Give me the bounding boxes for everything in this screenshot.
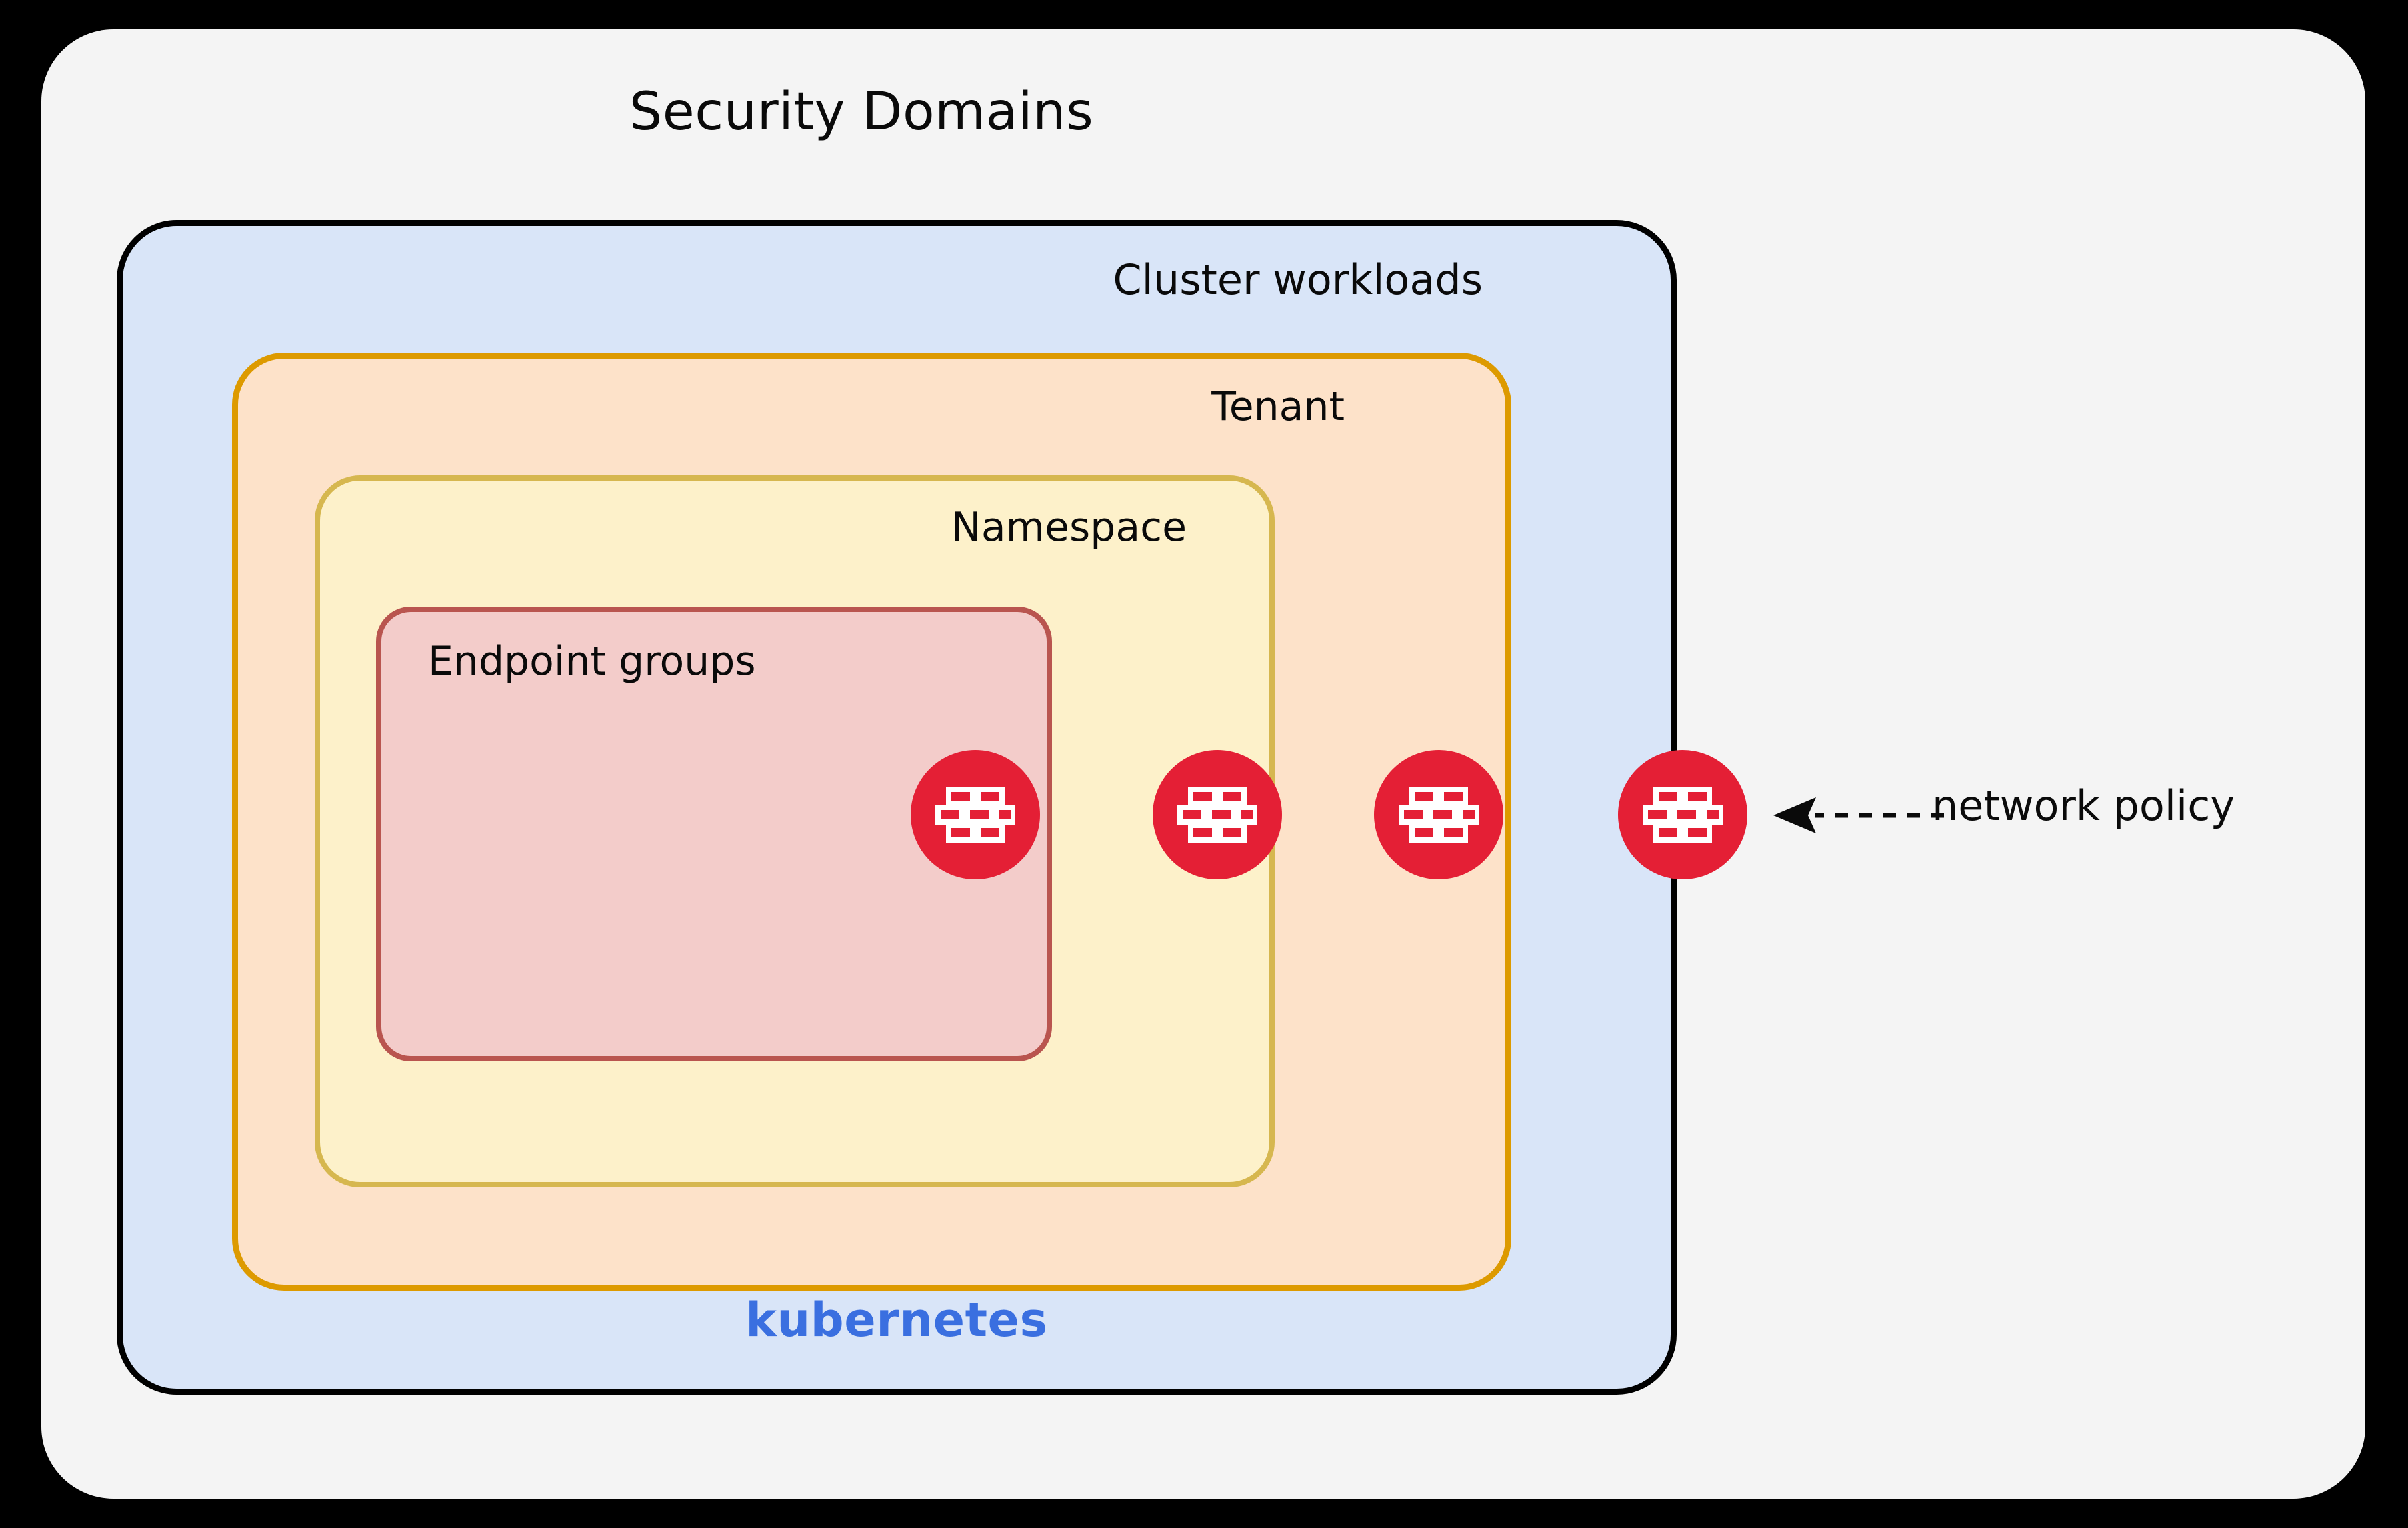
firewall-brick-icon bbox=[1643, 785, 1723, 844]
namespace-title: Namespace bbox=[951, 504, 1187, 551]
endpoint-groups-title: Endpoint groups bbox=[428, 638, 756, 685]
firewall-brick-icon bbox=[1177, 785, 1257, 844]
kubernetes-brand-label: kubernetes bbox=[745, 1293, 1048, 1347]
firewall-node-endpoint-groups[interactable] bbox=[911, 750, 1040, 879]
cluster-workloads-title: Cluster workloads bbox=[1113, 255, 1483, 304]
firewall-node-namespace[interactable] bbox=[1153, 750, 1282, 879]
tenant-title: Tenant bbox=[1211, 383, 1345, 430]
dashed-arrow-left-icon bbox=[1773, 797, 1944, 833]
namespace-box: Namespace Endpoint groups bbox=[315, 475, 1275, 1187]
firewall-node-tenant[interactable] bbox=[1374, 750, 1503, 879]
firewall-brick-icon bbox=[1399, 785, 1479, 844]
firewall-brick-icon bbox=[935, 785, 1015, 844]
network-policy-label: network policy bbox=[1932, 781, 2235, 830]
firewall-node-cluster-workloads[interactable] bbox=[1618, 750, 1747, 879]
tenant-box: Tenant Namespace Endpoint groups bbox=[232, 353, 1511, 1291]
security-domains-title: Security Domains bbox=[629, 82, 1094, 142]
